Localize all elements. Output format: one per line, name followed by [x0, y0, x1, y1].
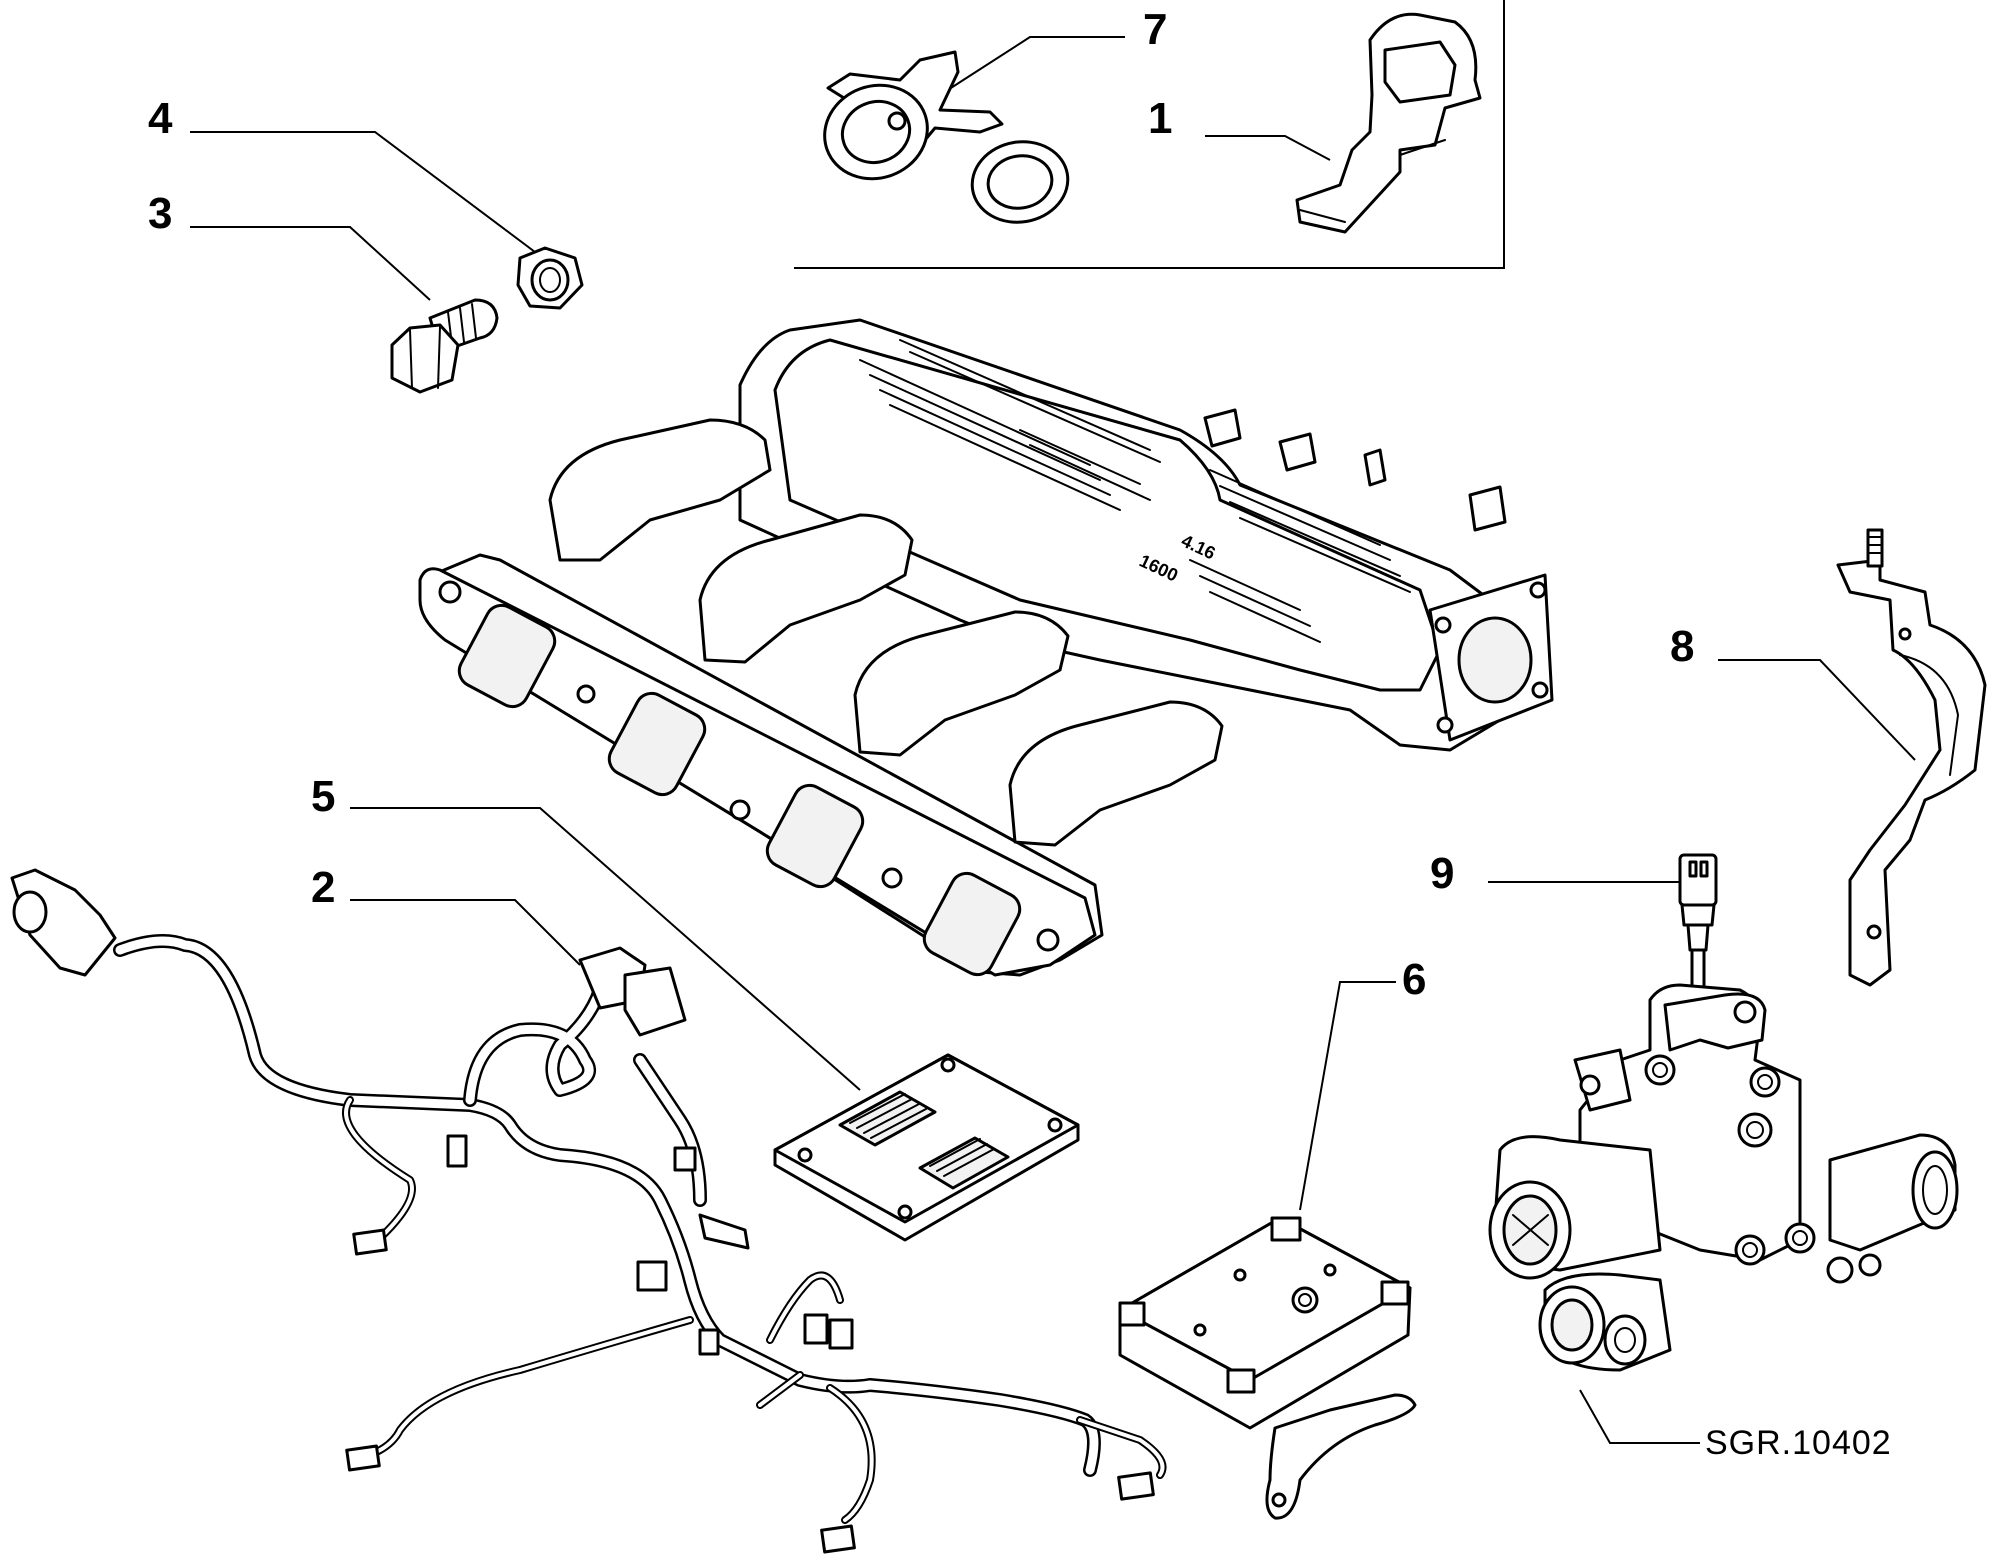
intake-manifold: 4.16 1600 — [418, 318, 1554, 977]
leader-line-4 — [190, 131, 536, 253]
reference-code: SGR.10402 — [1705, 1424, 1892, 1462]
leader-line-8 — [1718, 659, 1916, 761]
leader-line-ref — [1579, 1389, 1700, 1444]
part-8-bracket — [1836, 528, 1987, 987]
leader-line-9 — [1488, 881, 1696, 889]
leader-line-5 — [350, 807, 861, 1091]
leader-line-1 — [1205, 135, 1331, 161]
thermostat-housing — [1488, 983, 1959, 1372]
callout-4: 4 — [148, 94, 173, 143]
part-4-hex-nut — [516, 246, 584, 310]
leader-line-7 — [939, 36, 1125, 96]
leader-line-2 — [350, 899, 581, 966]
part-1-clip-bracket — [1295, 12, 1482, 234]
callout-6: 6 — [1402, 955, 1427, 1004]
part-7-double-clamp — [823, 50, 1070, 224]
part-3-bolt — [390, 298, 499, 394]
leader-line-6 — [1299, 981, 1396, 1211]
manifold-ribs — [859, 339, 1411, 643]
callout-5: 5 — [311, 772, 336, 821]
part-5-ecu — [773, 1053, 1080, 1242]
part-9-temp-sensor — [1678, 853, 1718, 994]
part-6-ecu-bracket — [1118, 1216, 1417, 1520]
callout-3: 3 — [148, 189, 173, 238]
callout-9: 9 — [1430, 849, 1455, 898]
part-2-wiring-harness — [10, 868, 1167, 1554]
manifold-fittings — [1203, 408, 1507, 532]
callout-7: 7 — [1143, 5, 1168, 54]
callout-8: 8 — [1670, 622, 1695, 671]
manifold-runners — [548, 418, 1224, 847]
callout-2: 2 — [311, 863, 336, 912]
group-bracket-frame — [794, 0, 1505, 269]
manifold-ports — [438, 580, 1060, 977]
callout-1: 1 — [1148, 94, 1173, 143]
leader-line-3 — [190, 226, 431, 301]
